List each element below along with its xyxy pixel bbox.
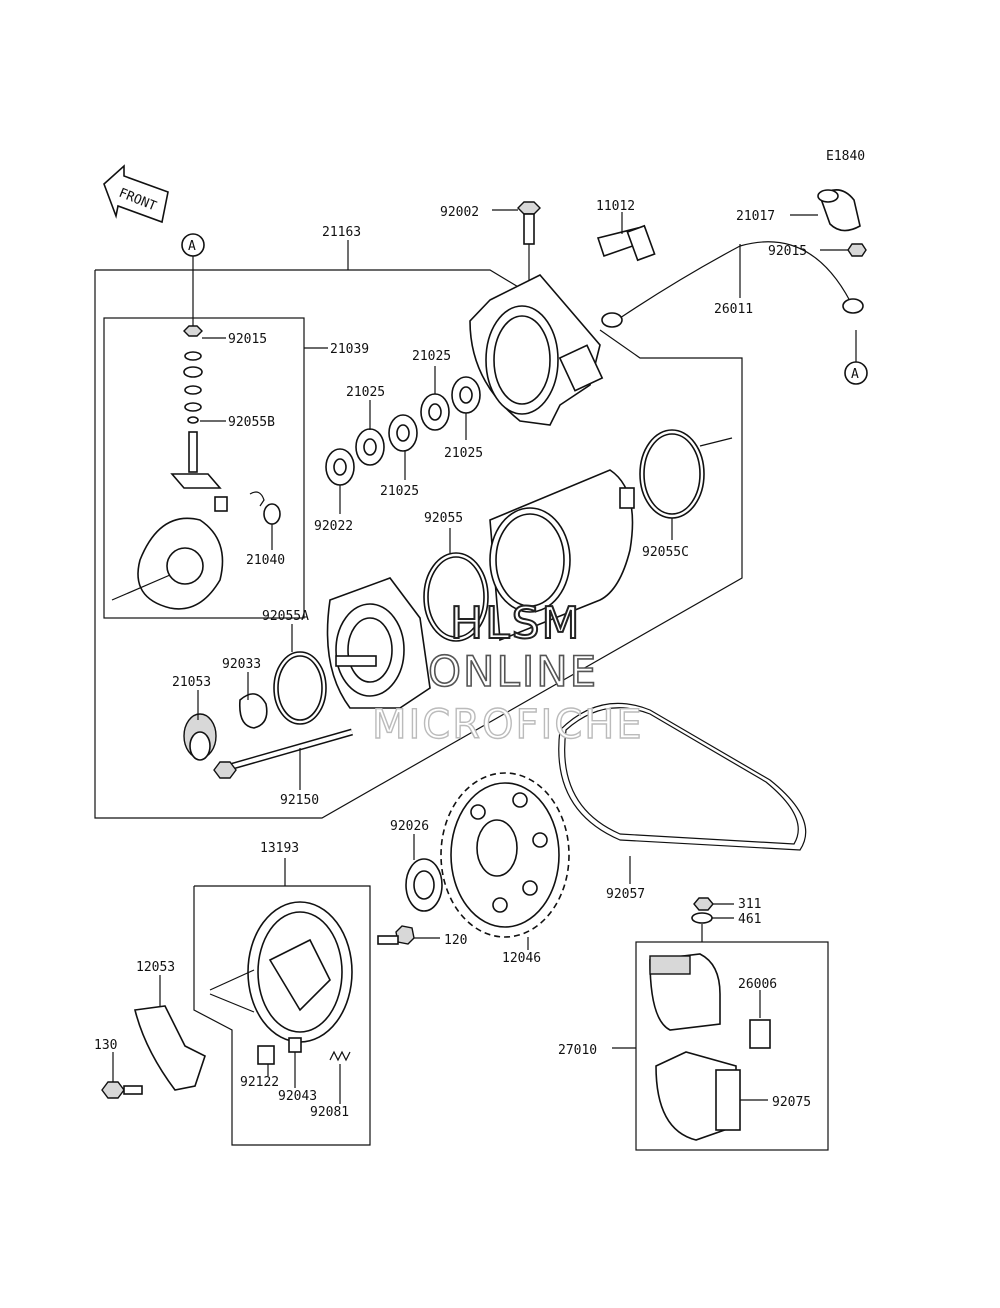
plunger-92043 [288,1037,302,1053]
bracket-12053 [134,1005,206,1091]
frame-21039 [103,317,305,619]
assembly-frame-21163 [94,270,743,819]
part-label[interactable]: 92015 [768,244,807,259]
circlip-92033 [238,693,268,729]
part-label[interactable]: 311 [738,897,761,912]
part-label[interactable]: 27010 [558,1043,597,1058]
ref-marker-left: A [181,233,205,257]
part-label[interactable]: 26011 [714,302,753,317]
part-label[interactable]: 12046 [502,951,541,966]
part-label[interactable]: 92122 [240,1075,279,1090]
end-cover [469,274,604,426]
part-label[interactable]: 21025 [412,349,451,364]
front-arrow-icon: FRONT [103,164,169,224]
washer-461 [691,912,713,924]
front-housing [326,577,431,709]
part-label[interactable]: 92081 [310,1105,349,1120]
motor-yoke [489,469,635,642]
part-label[interactable]: 26006 [738,977,777,992]
fuse-26006 [749,1019,771,1049]
diagram-code: E1840 [826,149,865,164]
frame-27010 [635,941,829,1151]
terminal-stack [170,325,222,489]
part-label[interactable]: 21025 [444,446,483,461]
part-label[interactable]: 92055 [424,511,463,526]
part-label[interactable]: 130 [94,1038,117,1053]
bolt-92150 [213,728,353,779]
part-label[interactable]: 21039 [330,342,369,357]
part-label[interactable]: 92055B [228,415,275,430]
part-label[interactable]: 13193 [260,841,299,856]
part-label[interactable]: 92043 [278,1089,317,1104]
part-label[interactable]: 21025 [346,385,385,400]
ref-marker-right: A [844,361,868,385]
part-label[interactable]: 120 [444,933,467,948]
watermark-line-3: MICROFICHE [372,702,644,748]
nut-311 [693,897,714,911]
relay-body [649,953,721,1031]
svg-text:A: A [188,239,196,254]
nut-92015-top [847,243,867,257]
bolt-130 [101,1081,143,1099]
cap-11012 [596,224,656,262]
part-label[interactable]: 92033 [222,657,261,672]
part-label[interactable]: 12053 [136,960,175,975]
part-label[interactable]: 92057 [606,887,645,902]
part-label[interactable]: 92026 [390,819,429,834]
bolt-120 [377,925,415,945]
part-labels: 92002 11012 21017 92015 26011 21163 9201… [94,199,811,1120]
part-label[interactable]: 92055A [262,609,309,624]
part-label[interactable]: 21017 [736,209,775,224]
part-label[interactable]: 92002 [440,205,479,220]
roller-92122 [257,1045,275,1065]
part-label[interactable]: 92022 [314,519,353,534]
part-label[interactable]: 92015 [228,332,267,347]
part-label[interactable]: 21053 [172,675,211,690]
sprocket-12046 [440,772,570,938]
brush-21040 [214,491,281,525]
part-label[interactable]: 21163 [322,225,361,240]
part-label[interactable]: 21025 [380,484,419,499]
relay-cover-92075 [655,1051,741,1141]
part-label[interactable]: 11012 [596,199,635,214]
part-label[interactable]: 92055C [642,545,689,560]
spring-92081 [329,1050,351,1062]
frame-13193 [193,885,371,1146]
starter-clutch [209,901,353,1043]
chain-92057 [558,702,807,851]
part-label[interactable]: 92075 [772,1095,811,1110]
svg-text:A: A [851,367,859,382]
part-label[interactable]: 461 [738,912,761,927]
bolt-92002 [517,201,541,245]
watermark-line-1: HLSM [450,598,582,649]
cap-21017 [817,189,861,232]
watermark-line-2: ONLINE [428,647,598,696]
part-label[interactable]: 92150 [280,793,319,808]
part-label[interactable]: 21040 [246,553,285,568]
brush-plate [111,517,224,610]
